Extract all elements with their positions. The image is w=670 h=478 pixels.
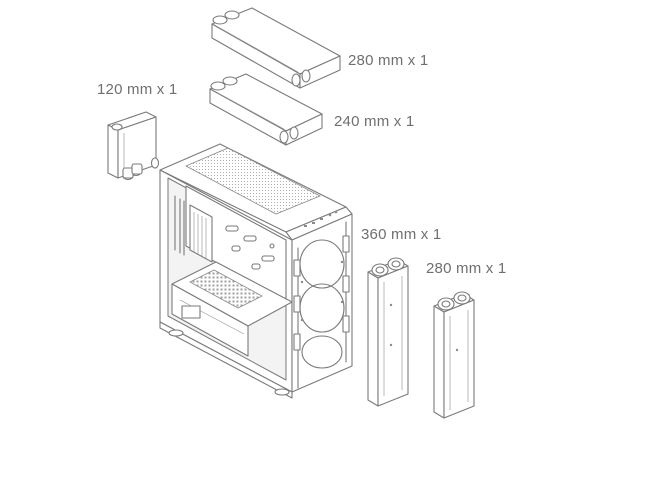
- radiator-120-rear: [107, 111, 160, 181]
- radiator-280-top: [211, 7, 341, 89]
- label-120-rear: 120 mm x 1: [97, 81, 178, 98]
- label-280-front: 280 mm x 1: [426, 260, 507, 277]
- radiator-280-front: [433, 291, 475, 419]
- label-360-front: 360 mm x 1: [361, 226, 442, 243]
- radiator-360-front: [367, 257, 409, 407]
- label-240-top: 240 mm x 1: [334, 113, 415, 130]
- label-280-top: 280 mm x 1: [348, 52, 429, 69]
- radiator-240-top: [209, 73, 323, 146]
- pc-case: [159, 143, 353, 399]
